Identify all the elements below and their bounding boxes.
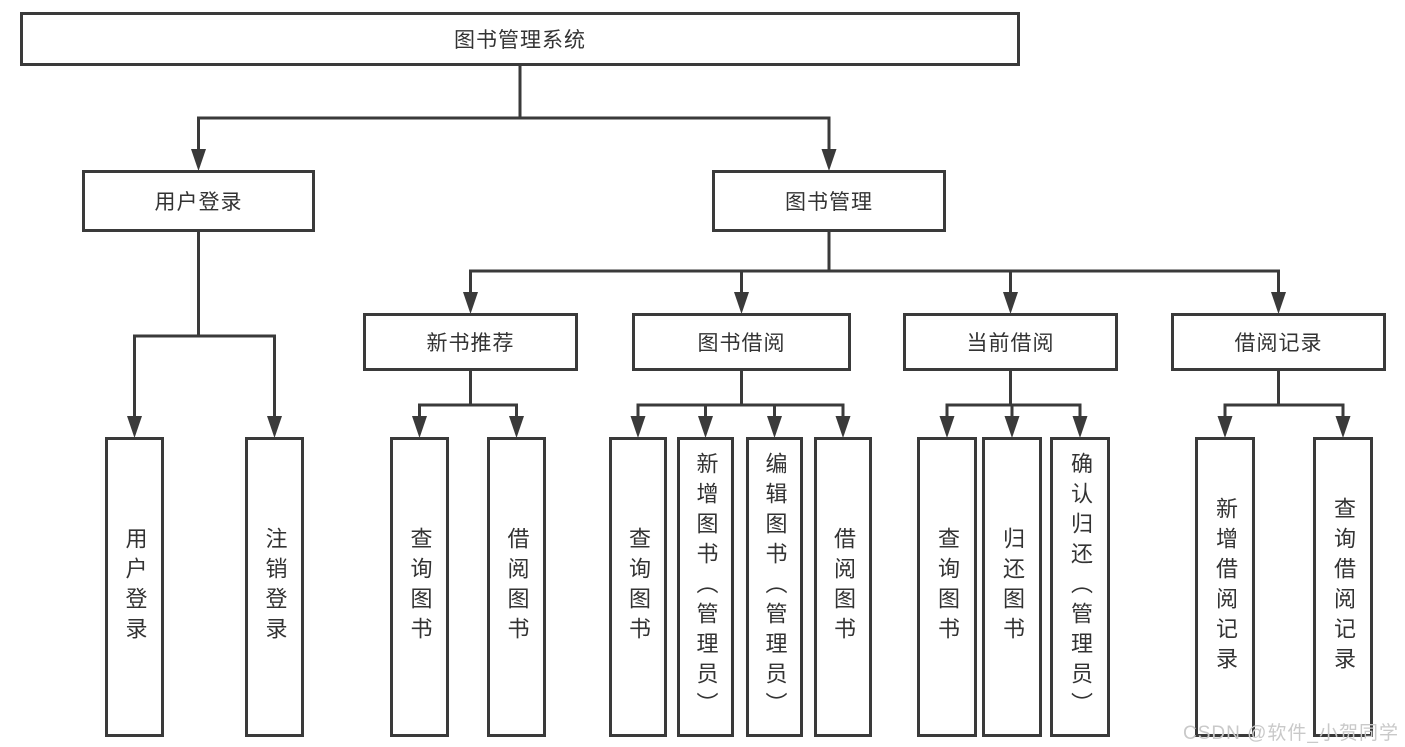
node-mgmt: 图书管理	[712, 170, 946, 232]
node-current-label: 当前借阅	[966, 332, 1055, 355]
node-login-user-label: 用户登录	[122, 527, 148, 647]
arrowhead-borrow-query	[630, 416, 646, 438]
node-borrow-edit-label: 编辑图书（管理员）	[762, 452, 788, 722]
arrowhead-borrow	[734, 292, 749, 314]
node-records: 借阅记录	[1171, 313, 1386, 371]
node-records-add-label: 新增借阅记录	[1213, 497, 1238, 677]
node-records-label: 借阅记录	[1234, 332, 1323, 355]
arrowhead-mgmt	[821, 149, 837, 171]
arrowhead-login-user	[127, 416, 142, 438]
node-current: 当前借阅	[903, 313, 1118, 371]
arrowhead-borrow-add	[698, 416, 713, 438]
arrowhead-borrow-borrow	[835, 416, 851, 438]
node-mgmt-label: 图书管理	[785, 191, 873, 214]
node-borrow-add: 新增图书（管理员）	[677, 437, 734, 737]
arrowhead-rec-borrow	[509, 416, 524, 438]
node-root: 图书管理系统	[20, 12, 1020, 66]
connector-rec	[418, 369, 518, 429]
node-records-add: 新增借阅记录	[1195, 437, 1255, 737]
node-current-confirm-label: 确认归还（管理员）	[1068, 452, 1093, 722]
node-root-label: 图书管理系统	[454, 29, 586, 52]
connector-mgmt	[469, 230, 1280, 305]
arrowhead-rec-query	[412, 416, 427, 438]
connector-borrow	[636, 369, 845, 429]
arrowhead-current	[1003, 292, 1018, 314]
node-borrow-query-label: 查询图书	[626, 527, 651, 647]
node-borrow-borrow: 借阅图书	[814, 437, 872, 737]
connector-root	[197, 64, 831, 162]
node-rec: 新书推荐	[363, 313, 578, 371]
node-current-query-label: 查询图书	[935, 527, 960, 647]
connector-current	[945, 369, 1082, 429]
node-borrow-add-label: 新增图书（管理员）	[693, 452, 719, 722]
node-current-query: 查询图书	[917, 437, 977, 737]
arrowhead-records	[1271, 292, 1286, 314]
node-rec-query-label: 查询图书	[407, 527, 433, 647]
arrowhead-current-return	[1004, 416, 1020, 438]
node-borrow-label: 图书借阅	[697, 332, 786, 355]
node-rec-borrow-label: 借阅图书	[504, 527, 530, 647]
node-borrow-borrow-label: 借阅图书	[831, 527, 856, 647]
arrowhead-login	[191, 149, 206, 171]
arrowhead-current-confirm	[1072, 416, 1088, 438]
node-login-user: 用户登录	[105, 437, 164, 737]
arrowhead-rec	[463, 292, 478, 314]
node-records-query: 查询借阅记录	[1313, 437, 1373, 737]
node-login-label: 用户登录	[154, 191, 243, 214]
arrowhead-logout	[267, 416, 282, 438]
node-login: 用户登录	[82, 170, 315, 232]
node-logout-label: 注销登录	[262, 527, 288, 647]
node-borrow-query: 查询图书	[609, 437, 667, 737]
node-current-return: 归还图书	[982, 437, 1042, 737]
connector-login	[133, 230, 276, 429]
node-rec-label: 新书推荐	[426, 332, 515, 355]
node-borrow: 图书借阅	[632, 313, 851, 371]
arrowhead-records-query	[1335, 416, 1351, 438]
arrowhead-records-add	[1217, 416, 1233, 438]
node-current-return-label: 归还图书	[1000, 527, 1025, 647]
arrowhead-borrow-edit	[767, 416, 782, 438]
connector-records	[1223, 369, 1345, 429]
arrowhead-current-query	[939, 416, 955, 438]
node-rec-borrow: 借阅图书	[487, 437, 546, 737]
node-borrow-edit: 编辑图书（管理员）	[746, 437, 803, 737]
watermark-text: CSDN @软件_小贺同学	[1183, 723, 1399, 744]
node-records-query-label: 查询借阅记录	[1331, 497, 1356, 677]
node-current-confirm: 确认归还（管理员）	[1050, 437, 1110, 737]
node-logout: 注销登录	[245, 437, 304, 737]
node-rec-query: 查询图书	[390, 437, 449, 737]
